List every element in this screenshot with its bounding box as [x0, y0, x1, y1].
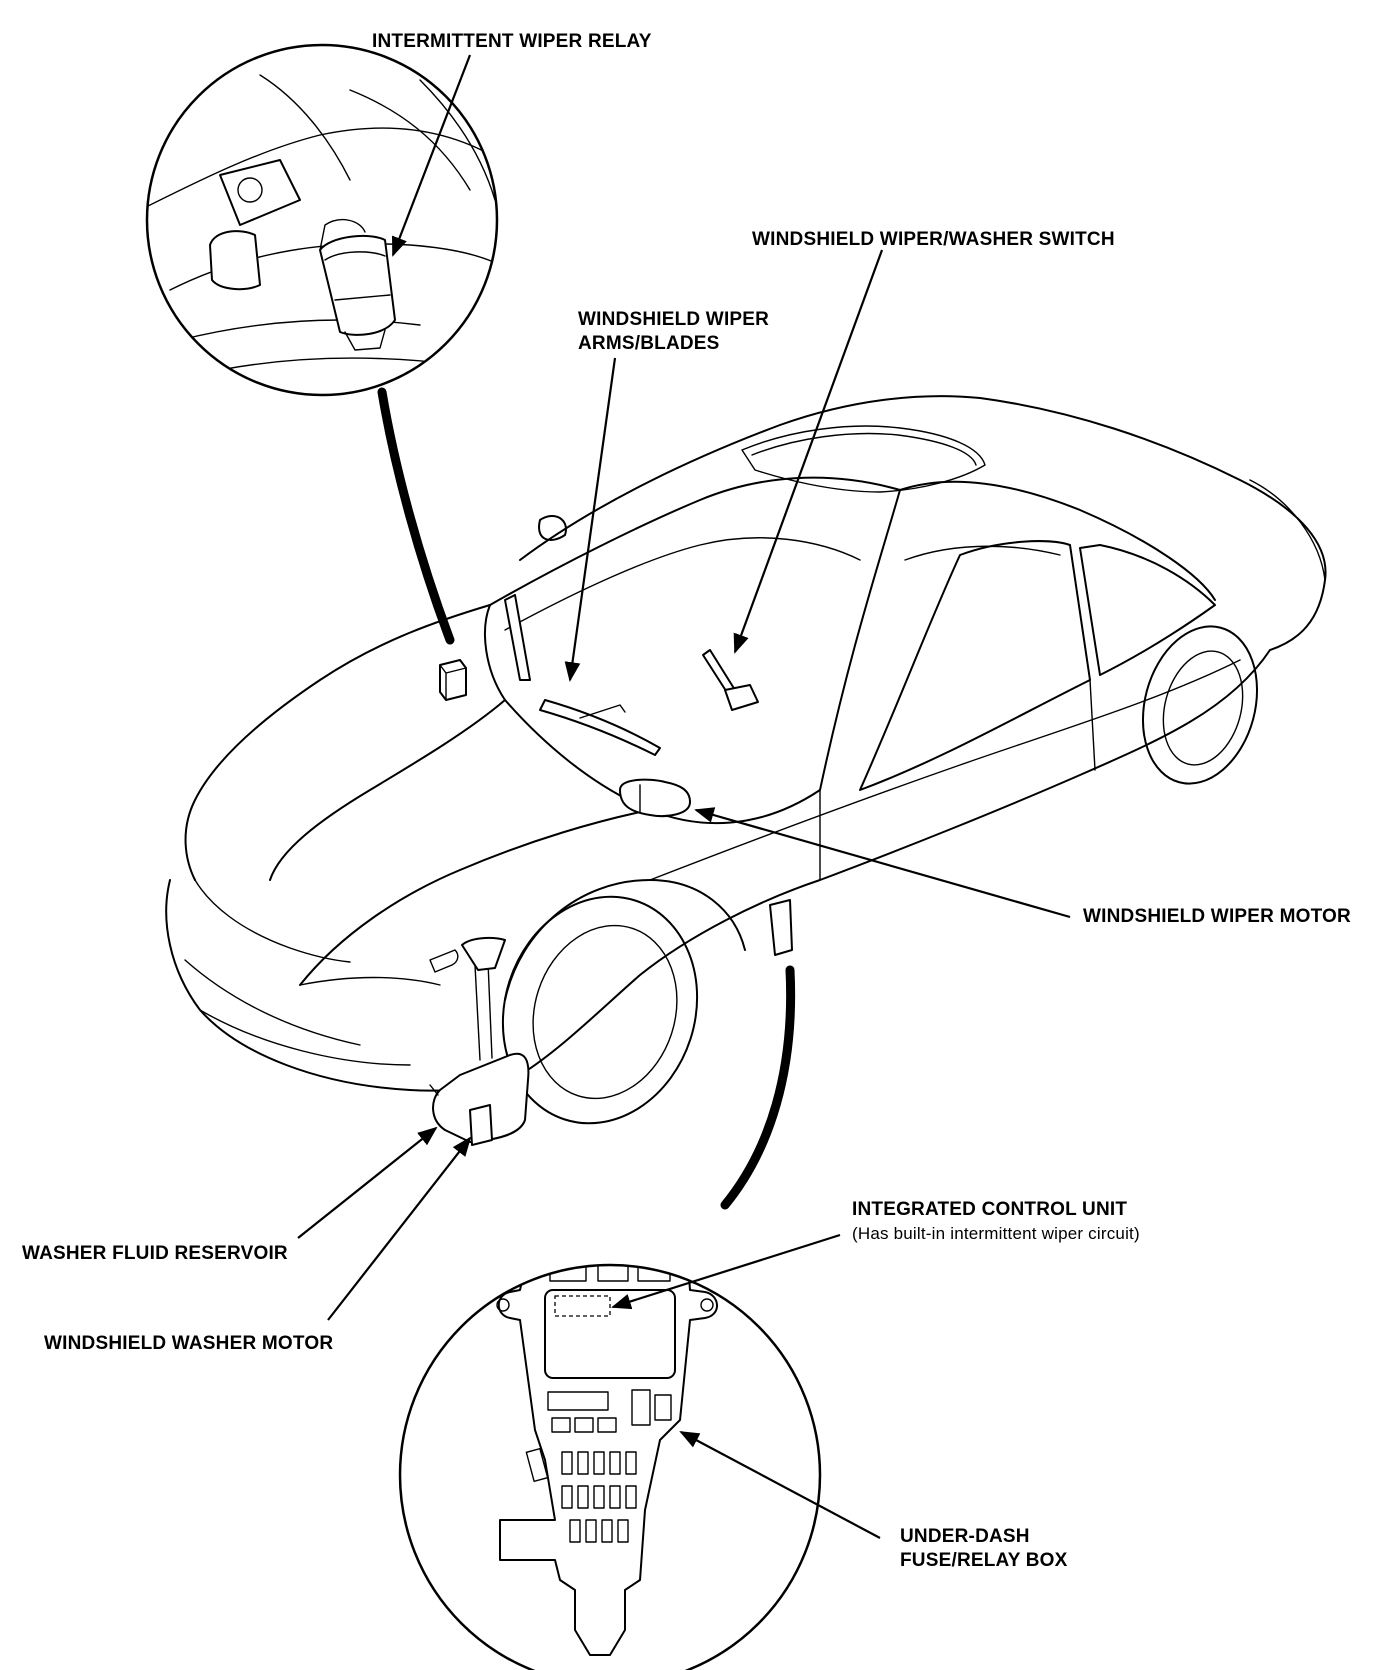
integrated-control-unit-label: INTEGRATED CONTROL UNIT (Has built-in in…: [852, 1198, 1140, 1246]
washer-motor-label: WINDSHIELD WASHER MOTOR: [44, 1333, 334, 1354]
fusebox-line-2: FUSE/RELAY BOX: [900, 1550, 1068, 1571]
wiper-motor-label: WINDSHIELD WIPER MOTOR: [1083, 906, 1351, 927]
under-dash-fusebox-label: UNDER-DASH FUSE/RELAY BOX: [900, 1525, 1068, 1573]
wiper-arms-blades-label: WINDSHIELD WIPER ARMS/BLADES: [578, 308, 769, 356]
icu-title: INTEGRATED CONTROL UNIT: [852, 1199, 1128, 1220]
leader-arrows: [297, 54, 1071, 1539]
relay-detail-circle: [145, 43, 499, 397]
washer-fluid-reservoir-label: WASHER FLUID RESERVOIR: [22, 1243, 288, 1264]
fusebox-detail-circle: [398, 1263, 822, 1670]
wiper-washer-switch-label: WINDSHIELD WIPER/WASHER SWITCH: [752, 229, 1115, 250]
icu-subtitle: (Has built-in intermittent wiper circuit…: [852, 1224, 1140, 1243]
fusebox-line-1: UNDER-DASH: [900, 1526, 1030, 1547]
wiper-arms-line-1: WINDSHIELD WIPER: [578, 309, 770, 330]
intermittent-wiper-relay-label: INTERMITTENT WIPER RELAY: [372, 31, 652, 52]
car-illustration: [165, 395, 1327, 1146]
wiper-arms-line-2: ARMS/BLADES: [578, 333, 720, 354]
